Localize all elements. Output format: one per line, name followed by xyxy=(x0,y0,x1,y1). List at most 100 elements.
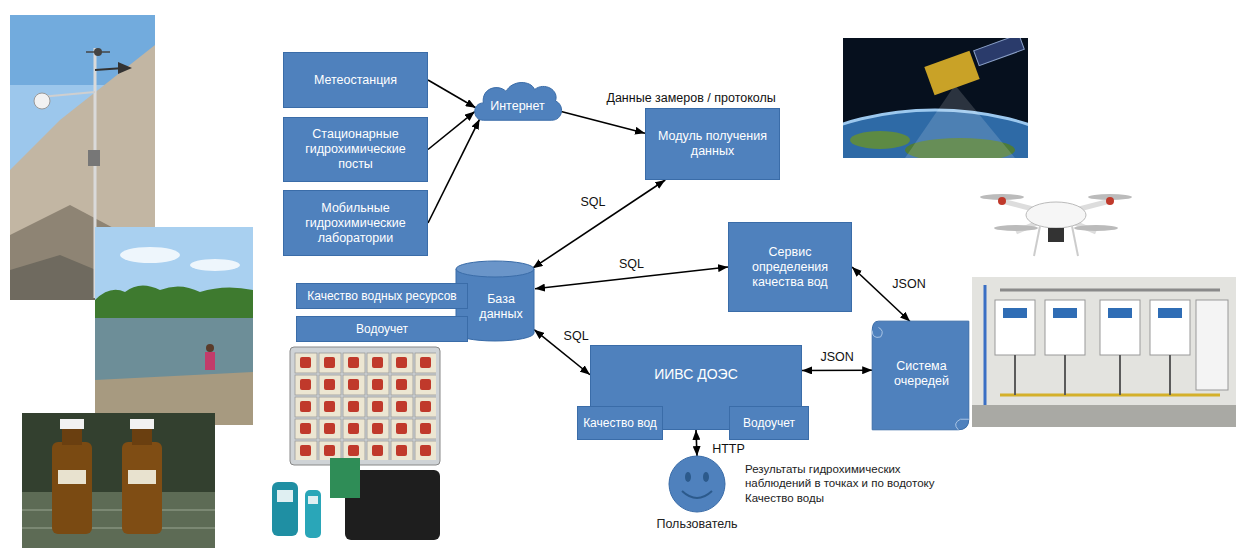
edge-label: Данные замеров / протоколы xyxy=(604,91,777,105)
lake-photo xyxy=(95,318,253,380)
connector-arrow xyxy=(428,119,480,223)
weather-station-photo xyxy=(88,150,100,166)
table-box: Водоучет xyxy=(296,316,468,342)
null xyxy=(905,85,1015,158)
lake-photo xyxy=(95,227,253,425)
lab-photo xyxy=(1196,300,1228,390)
sample-bottles-photo xyxy=(130,419,154,429)
module-box: Качество вод xyxy=(577,406,663,440)
lab-photo xyxy=(972,405,1236,427)
drone-photo xyxy=(1106,197,1114,205)
connector-arrow xyxy=(852,267,910,321)
lab-photo xyxy=(1108,308,1132,318)
null xyxy=(974,38,1025,66)
service-box: Сервис определения качества вод xyxy=(728,222,852,312)
node-text: Пользователь xyxy=(652,517,741,532)
internet-cloud: Интернет xyxy=(470,78,565,126)
sample-bottles-photo xyxy=(132,427,152,445)
smiley-mouth xyxy=(682,491,712,498)
lab-photo xyxy=(1014,355,1016,395)
drone-photo xyxy=(998,197,1006,205)
drone-photo xyxy=(994,225,1038,231)
sample-bottles-photo xyxy=(22,413,215,548)
drone-photo xyxy=(1048,228,1064,242)
scroll-curl xyxy=(872,327,882,337)
node-text: Качество водных ресурсов xyxy=(303,289,460,303)
scroll-curl xyxy=(956,419,969,430)
node-text: Водоучет xyxy=(739,416,799,430)
drone-photo xyxy=(1074,225,1118,231)
field-kit-photo xyxy=(294,352,436,460)
scroll-body xyxy=(872,321,969,430)
sample-bottles-photo xyxy=(60,419,84,429)
lake-photo xyxy=(205,352,215,370)
connector-arrow xyxy=(534,330,590,375)
queue-scroll: Система очередей xyxy=(868,318,973,434)
lab-photo xyxy=(995,300,1035,355)
lab-photo xyxy=(984,285,987,405)
lab-photo xyxy=(972,277,1236,427)
lab-photo xyxy=(1053,308,1077,318)
drone-photo xyxy=(1026,202,1086,228)
field-kit-photo xyxy=(308,496,318,504)
edge-label: JSON xyxy=(818,350,855,364)
connector-arrow xyxy=(802,369,872,371)
node-text: Система очередей xyxy=(874,359,969,389)
edge-label: JSON xyxy=(890,277,927,291)
weather-station-photo xyxy=(34,93,50,109)
smiley-eye xyxy=(685,472,691,482)
lake-photo xyxy=(120,247,180,263)
lab-photo xyxy=(1045,300,1085,355)
process-box: Модуль получения данных xyxy=(645,108,780,180)
drone-photo xyxy=(980,194,1132,256)
sample-bottles-photo xyxy=(62,427,82,445)
connector-arrow xyxy=(533,180,666,268)
node-text: Водоучет xyxy=(352,322,412,336)
node-text: Стационарные гидрохимические посты xyxy=(284,127,427,172)
lake-photo xyxy=(95,285,253,320)
source-box: Метеостанция xyxy=(283,52,428,108)
smiley-eye xyxy=(703,472,709,482)
null xyxy=(850,131,910,149)
lake-photo xyxy=(95,227,253,425)
sample-bottles-photo xyxy=(22,413,215,548)
sample-bottles-photo xyxy=(128,470,156,484)
node-text: Метеостанция xyxy=(310,73,401,88)
node-text: База данных xyxy=(469,292,533,322)
lab-photo xyxy=(1150,300,1190,355)
edge-label: SQL xyxy=(578,195,607,209)
lab-photo xyxy=(1000,289,1220,292)
lab-photo xyxy=(1000,394,1220,397)
lake-photo xyxy=(190,259,240,271)
null xyxy=(843,38,1028,158)
node-text: ИИВС ДОЭС xyxy=(650,366,742,383)
lab-photo xyxy=(1003,308,1027,318)
edge-label: HTTP xyxy=(710,442,747,456)
sample-bottles-photo xyxy=(22,509,215,511)
node-text: Мобильные гидрохимические лаборатории xyxy=(284,201,427,246)
weather-station-photo xyxy=(118,62,132,74)
sample-bottles-photo xyxy=(122,442,162,534)
lab-photo xyxy=(1100,300,1140,355)
system-box: ИИВС ДОЭСКачество водВодоучет xyxy=(590,345,802,430)
module-box: Водоучет xyxy=(729,406,809,440)
cloud-outline xyxy=(475,83,562,121)
user-icon: Пользователь xyxy=(652,455,742,533)
lab-photo xyxy=(972,277,1236,427)
sample-bottles-photo xyxy=(52,442,92,534)
sample-bottles-photo xyxy=(22,527,215,529)
weather-station-photo xyxy=(86,51,110,53)
note-text: Качество воды xyxy=(745,491,950,505)
field-kit-photo xyxy=(272,347,440,540)
field-kit-photo xyxy=(330,458,360,498)
connector-arrow xyxy=(696,430,697,456)
edge-label: SQL xyxy=(617,257,646,271)
drone-photo xyxy=(1034,226,1040,256)
lab-photo xyxy=(1119,355,1121,395)
field-kit-photo xyxy=(290,347,440,465)
